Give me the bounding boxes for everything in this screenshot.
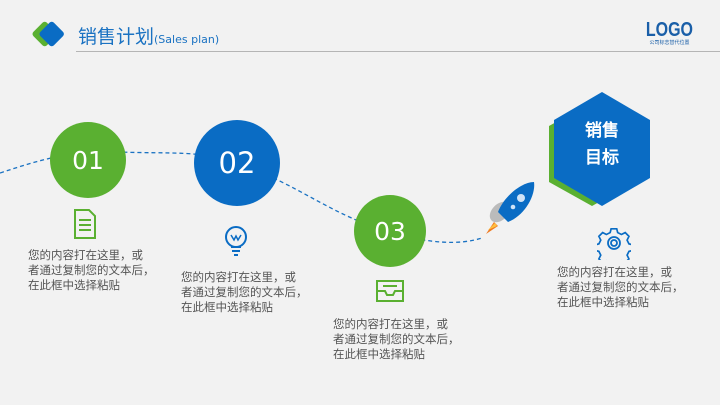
step-circle-03: 03 [354,195,426,267]
rocket-icon [486,182,535,234]
step-circle-02: 02 [194,120,280,206]
goal-label: 销售目标 [585,121,619,168]
step-circle-01: 01 [50,122,126,198]
step-text-02: 您的内容打在这里，或者通过复制您的文本后，在此框中选择粘贴 [181,270,308,314]
goal-hexagon [549,92,650,206]
step-text-03: 您的内容打在这里，或者通过复制您的文本后，在此框中选择粘贴 [333,317,460,361]
goal-text: 您的内容打在这里，或者通过复制您的文本后，在此框中选择粘贴 [557,265,684,309]
lightbulb-icon [225,226,247,256]
gear-icon [597,227,631,260]
header-diamond-icon [32,21,64,47]
inbox-tray-icon [376,280,404,302]
document-icon [74,209,96,239]
page-title: 销售计划(Sales plan) [78,26,220,48]
step-text-01: 您的内容打在这里，或者通过复制您的文本后，在此框中选择粘贴 [28,248,155,292]
header-divider [76,51,720,52]
